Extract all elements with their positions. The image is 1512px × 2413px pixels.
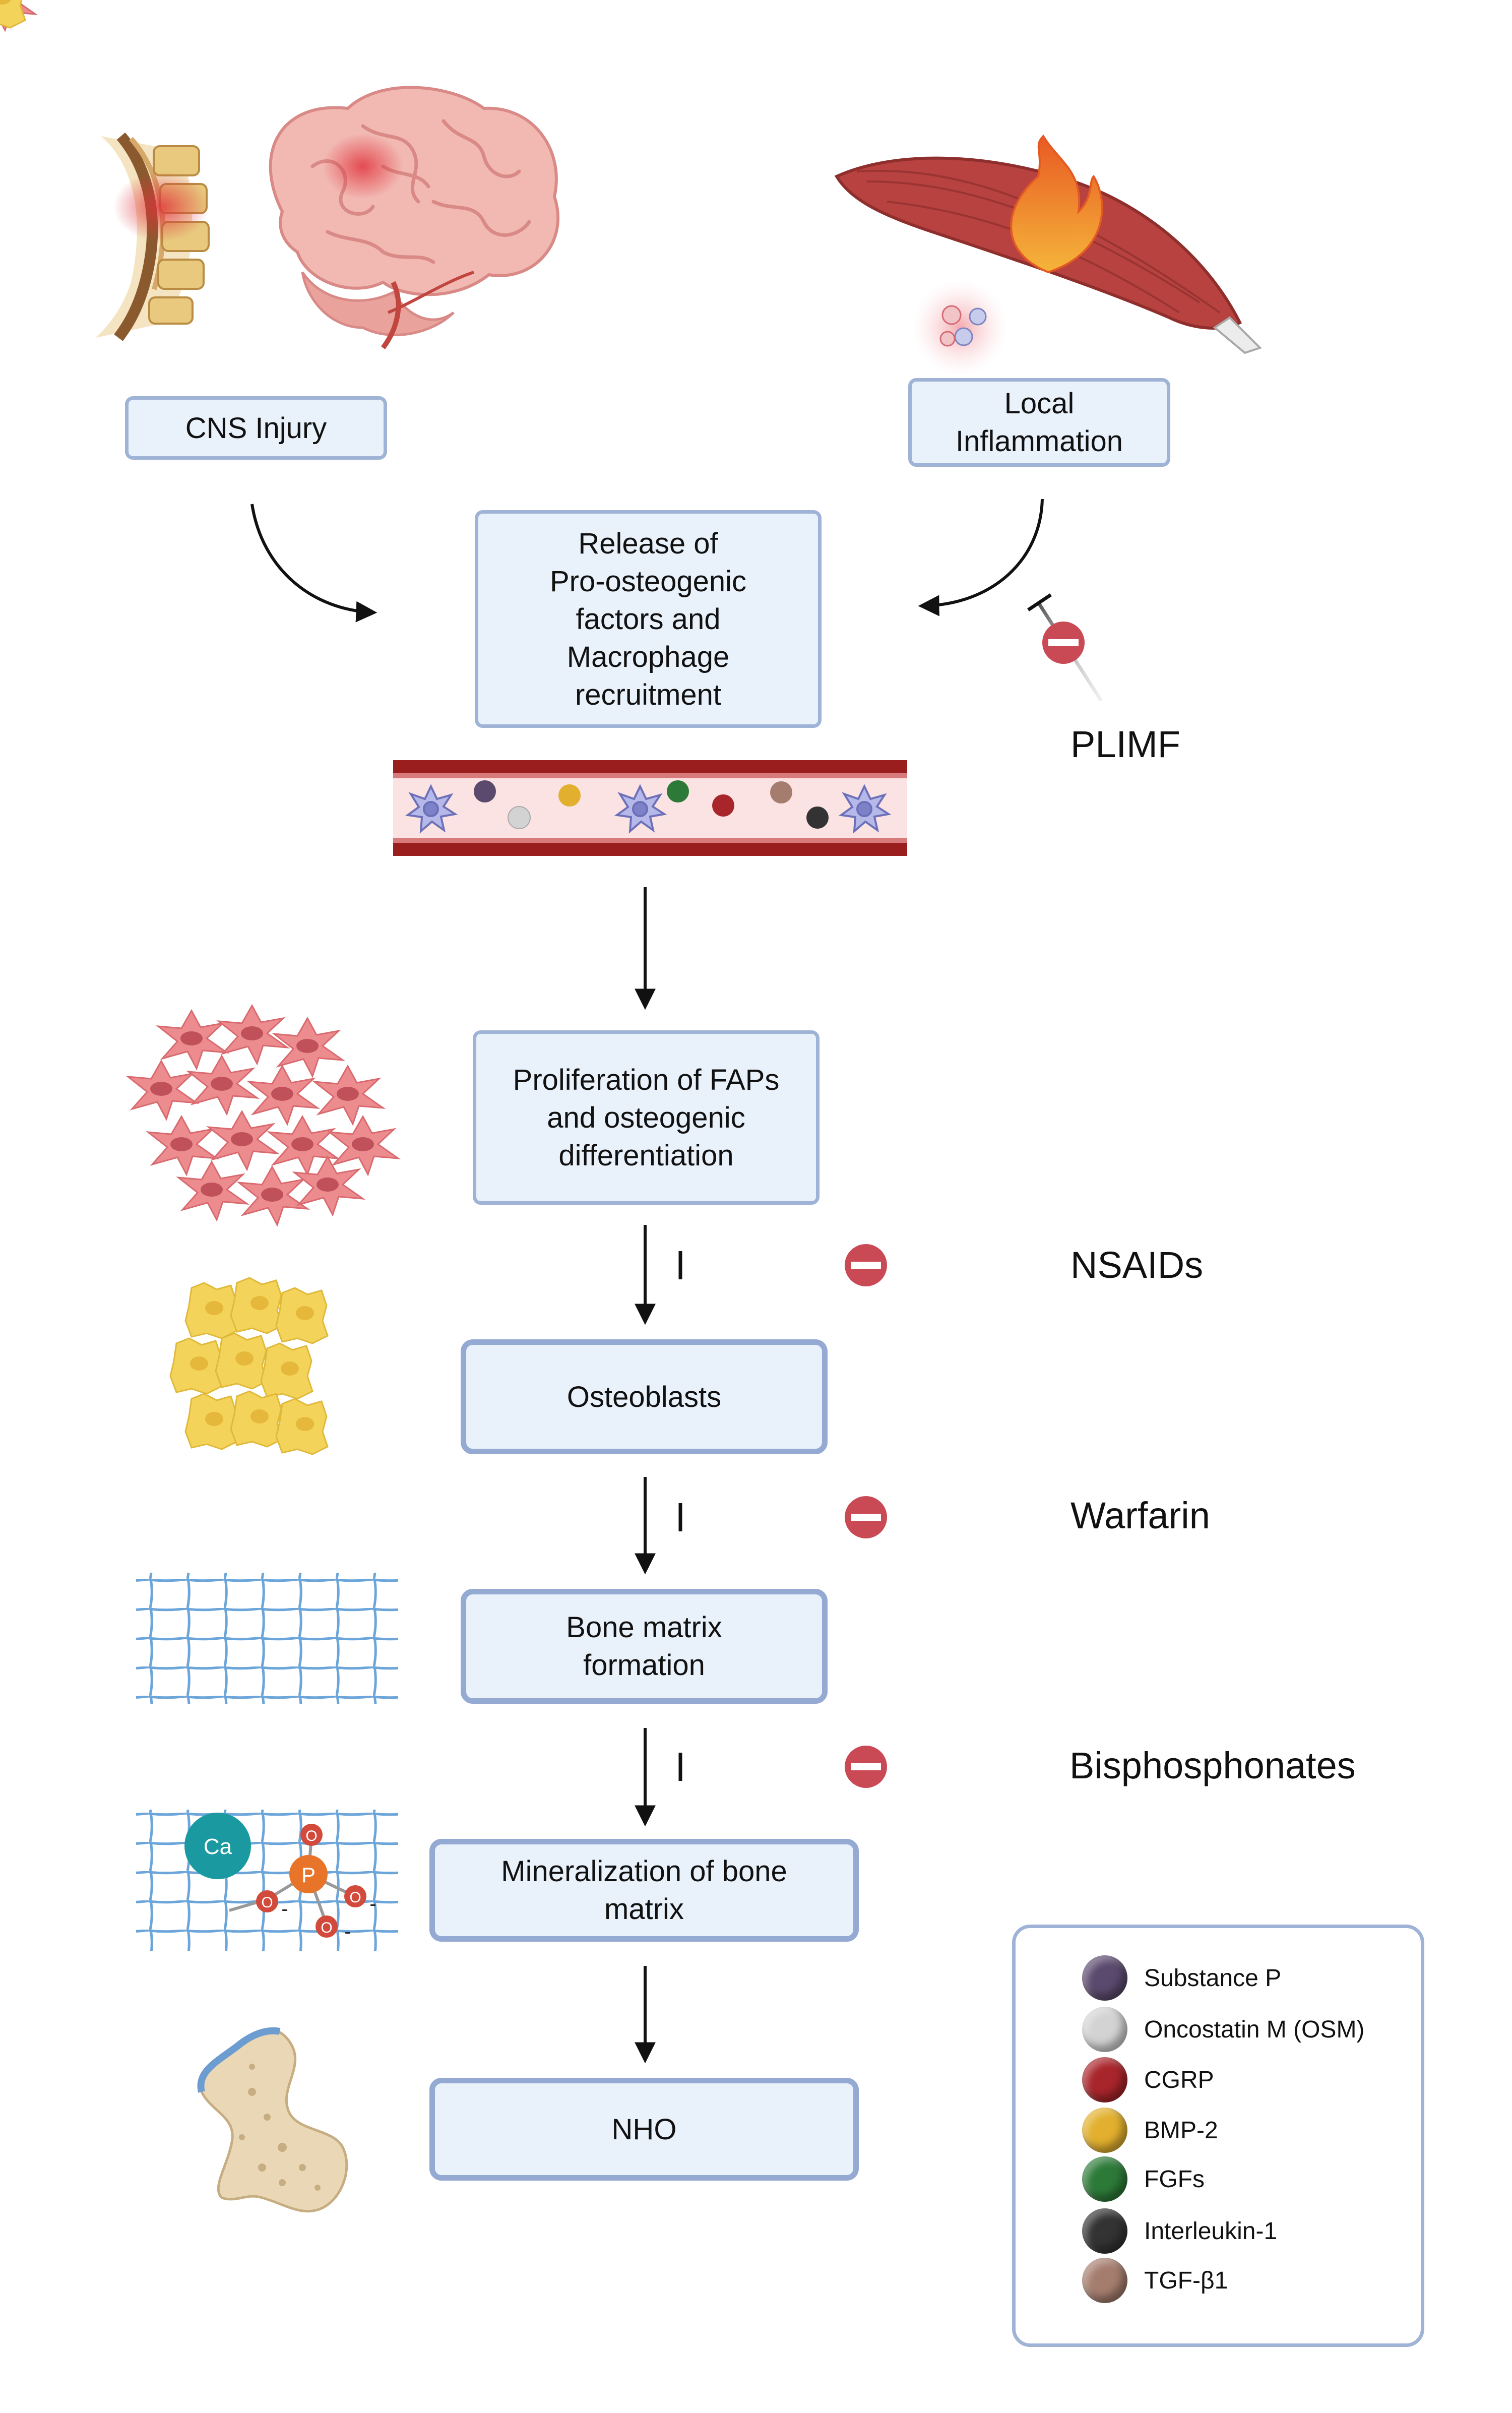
- arrow-inflammation-to-release: [918, 499, 1044, 616]
- legend-item: FGFs: [1016, 2156, 1421, 2202]
- legend-label: TGF-β1: [1144, 2267, 1228, 2294]
- arrow-cns-to-release: [250, 504, 377, 623]
- muscle-illustration: [834, 134, 1262, 376]
- oxygen-label-bottom: O: [321, 1920, 332, 1936]
- osteoblasts-box: Osteoblasts: [461, 1339, 828, 1454]
- legend-label: CGRP: [1144, 2067, 1214, 2093]
- plimf-label: PLIMF: [1070, 723, 1180, 765]
- mineralization-illustration: [136, 1810, 398, 1951]
- legend-label: Oncostatin M (OSM): [1144, 2016, 1365, 2043]
- factor-legend: Substance P Oncostatin M (OSM) CGRP BMP-…: [1012, 1925, 1424, 2347]
- nsaids-inhibitor: [678, 1244, 1048, 1286]
- legend-swatch: [1082, 2156, 1127, 2202]
- legend-swatch: [1082, 2208, 1127, 2254]
- bisphosphonates-inhibitor: [678, 1746, 1048, 1788]
- legend-swatch: [1082, 2258, 1127, 2303]
- calcium-label: Ca: [204, 1834, 232, 1859]
- plimf-inhibitor: [1027, 593, 1103, 702]
- legend-swatch: [1082, 2108, 1127, 2153]
- charge-label-left: -: [281, 1898, 288, 1920]
- legend-item: Oncostatin M (OSM): [1016, 2007, 1421, 2052]
- release-factors-box: Release of Pro-osteogenic factors and Ma…: [475, 510, 822, 728]
- brain-illustration: [269, 86, 560, 349]
- legend-label: Interleukin-1: [1144, 2218, 1278, 2245]
- bone-matrix-box: Bone matrix formation: [461, 1589, 828, 1704]
- warfarin-label: Warfarin: [1070, 1495, 1210, 1536]
- legend-item: CGRP: [1016, 2057, 1421, 2102]
- mineralization-box: Mineralization of bone matrix: [429, 1839, 859, 1942]
- nho-box: NHO: [429, 2078, 859, 2181]
- legend-item: TGF-β1: [1016, 2258, 1421, 2303]
- bisphosphonates-label: Bisphosphonates: [1069, 1745, 1356, 1786]
- legend-label: FGFs: [1144, 2166, 1205, 2193]
- charge-label-right: -: [369, 1893, 376, 1915]
- vessel-factors: [474, 780, 829, 829]
- legend-label: BMP-2: [1144, 2117, 1218, 2144]
- local-inflammation-box: Local Inflammation: [908, 378, 1170, 467]
- proliferation-box: Proliferation of FAPs and osteogenic dif…: [473, 1030, 820, 1205]
- legend-label: Substance P: [1144, 1965, 1282, 1992]
- nsaids-label: NSAIDs: [1070, 1244, 1204, 1286]
- legend-item: BMP-2: [1016, 2108, 1421, 2153]
- legend-swatch: [1082, 1955, 1127, 2001]
- cns-injury-box: CNS Injury: [125, 396, 387, 460]
- legend-swatch: [1082, 2057, 1127, 2102]
- spine-illustration: [96, 132, 210, 341]
- charge-label-bottom: -: [344, 1921, 351, 1943]
- oxygen-label-right: O: [349, 1889, 361, 1906]
- phosphorus-label: P: [301, 1863, 316, 1887]
- oxygen-label-left: O: [261, 1894, 273, 1911]
- vessel-macrophages: [405, 784, 892, 834]
- bone-illustration: [197, 2027, 348, 2213]
- legend-item: Interleukin-1: [1016, 2208, 1421, 2254]
- oxygen-label-top: O: [305, 1828, 317, 1844]
- legend-swatch: [1082, 2007, 1127, 2052]
- bone-matrix-mesh-illustration: [136, 1573, 398, 1704]
- osteoblast-cells-illustration: [0, 0, 329, 1455]
- legend-item: Substance P: [1016, 1955, 1421, 2001]
- warfarin-inhibitor: [678, 1496, 1048, 1538]
